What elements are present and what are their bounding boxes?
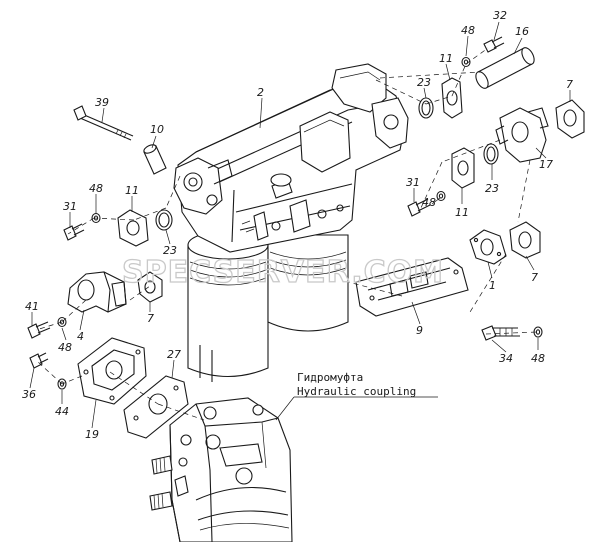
gasket-27 bbox=[123, 375, 189, 439]
callout-44: 44 bbox=[55, 405, 69, 418]
callout-10: 10 bbox=[150, 123, 164, 136]
gasket-23-left bbox=[155, 209, 173, 231]
cover-19 bbox=[77, 337, 147, 405]
bolt-34 bbox=[481, 325, 520, 341]
callout-4: 4 bbox=[77, 330, 84, 343]
callout-23: 23 bbox=[163, 244, 177, 257]
bolt-31-left bbox=[63, 223, 85, 241]
filter-canister-right bbox=[267, 234, 349, 332]
callout-31: 31 bbox=[63, 200, 77, 213]
callout-48: 48 bbox=[58, 341, 72, 354]
hydraulic-coupling-caption: Гидромуфта Hydraulic coupling bbox=[275, 371, 438, 421]
caption-english: Hydraulic coupling bbox=[297, 385, 416, 398]
callout-48: 48 bbox=[531, 352, 545, 365]
callout-39: 39 bbox=[95, 96, 109, 109]
long-bolt-39 bbox=[73, 105, 134, 141]
hydraulic-coupling-housing bbox=[169, 397, 293, 543]
alignment-lines bbox=[35, 47, 539, 421]
callout-labels: 32 16 48 11 23 7 2 39 10 17 31 48 11 23 … bbox=[22, 9, 573, 441]
callout-16: 16 bbox=[515, 25, 529, 38]
callout-48: 48 bbox=[422, 196, 436, 209]
filter-housing bbox=[173, 63, 409, 253]
flange-11-left bbox=[117, 209, 149, 247]
callout-48: 48 bbox=[89, 182, 103, 195]
flange-11-top bbox=[441, 77, 463, 119]
callout-17: 17 bbox=[539, 158, 553, 171]
callout-1: 1 bbox=[489, 279, 496, 292]
washer-48-right bbox=[533, 326, 543, 338]
callout-19: 19 bbox=[85, 428, 99, 441]
callout-2: 2 bbox=[257, 86, 264, 99]
bolt-32 bbox=[483, 36, 505, 53]
caption-russian: Гидромуфта bbox=[297, 371, 363, 384]
bolt-41 bbox=[27, 321, 51, 339]
elbow-4 bbox=[67, 271, 127, 313]
callout-11: 11 bbox=[439, 52, 453, 65]
gasket-7-top bbox=[555, 99, 585, 139]
pipe-16 bbox=[475, 47, 535, 89]
callout-48: 48 bbox=[461, 24, 475, 37]
callout-11: 11 bbox=[125, 184, 139, 197]
bolt-31-right bbox=[407, 198, 431, 217]
gasket-7-right bbox=[509, 221, 541, 259]
callout-23: 23 bbox=[485, 182, 499, 195]
callout-9: 9 bbox=[416, 324, 423, 337]
callout-7: 7 bbox=[566, 78, 573, 91]
flange-1 bbox=[469, 229, 507, 265]
callout-34: 34 bbox=[499, 352, 513, 365]
leader-lines bbox=[29, 21, 571, 429]
callout-31: 31 bbox=[406, 176, 420, 189]
watermark: SPECSERVER.COM bbox=[122, 255, 444, 290]
hose-fitting-upper bbox=[151, 455, 173, 475]
gasket-23-top bbox=[418, 97, 434, 119]
gasket-7-left bbox=[137, 271, 163, 303]
callout-11: 11 bbox=[455, 206, 469, 219]
pipe-10 bbox=[143, 144, 167, 175]
gasket-23-middle bbox=[483, 143, 499, 165]
callout-41: 41 bbox=[25, 300, 39, 313]
callout-23: 23 bbox=[417, 76, 431, 89]
callout-7: 7 bbox=[147, 312, 154, 325]
elbow-pipe-17 bbox=[495, 107, 549, 163]
hose-fitting-lower bbox=[149, 491, 173, 511]
gasket-9 bbox=[355, 257, 469, 317]
screw-36 bbox=[29, 352, 49, 369]
callout-7: 7 bbox=[531, 271, 538, 284]
callout-32: 32 bbox=[493, 9, 507, 22]
flange-11-middle bbox=[451, 147, 475, 189]
washer-48-middle bbox=[436, 190, 446, 202]
callout-27: 27 bbox=[167, 348, 181, 361]
filter-canister-left bbox=[187, 230, 269, 382]
callout-36: 36 bbox=[22, 388, 36, 401]
